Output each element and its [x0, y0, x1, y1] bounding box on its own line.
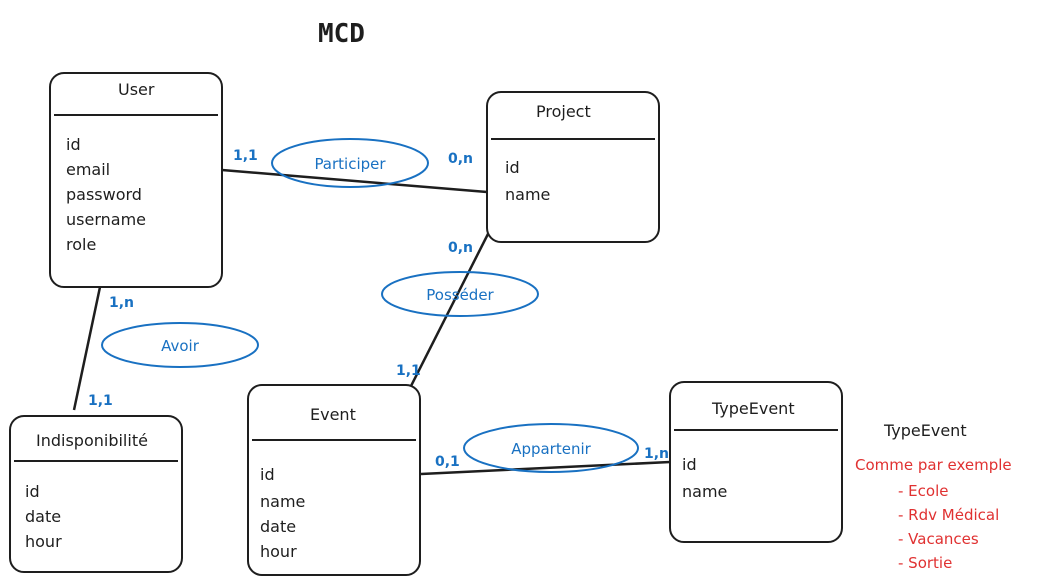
- typeevent-note: TypeEvent Comme par exemple - Ecole - Rd…: [855, 421, 1012, 572]
- link-user-project: [221, 168, 488, 194]
- note-title: TypeEvent: [883, 421, 967, 440]
- entity-indisponibilite: Indisponibilité id date hour: [9, 415, 183, 573]
- entity-project: Project id name: [486, 91, 660, 243]
- entity-indisponibilite-name: Indisponibilité: [36, 431, 148, 450]
- link-event-typeevent: [420, 460, 671, 476]
- entity-event-box: [247, 384, 421, 576]
- relation-appartenir: Appartenir: [463, 423, 639, 473]
- entity-typeevent-attr-name: name: [682, 482, 727, 501]
- relation-posseder-ellipse: [381, 271, 539, 317]
- entity-project-attr-name: name: [505, 185, 550, 204]
- entity-event-attr-id: id: [260, 465, 275, 484]
- relation-avoir: Avoir: [101, 322, 259, 368]
- link-user-indisponibilite: [72, 286, 102, 411]
- entity-typeevent: TypeEvent id name: [669, 381, 843, 543]
- entity-user-name: User: [118, 80, 155, 99]
- note-item-sortie: - Sortie: [898, 554, 952, 572]
- entity-indisponibilite-attr-hour: hour: [25, 532, 62, 551]
- entity-indisponibilite-attr-date: date: [25, 507, 61, 526]
- entity-indisponibilite-attr-id: id: [25, 482, 40, 501]
- relation-avoir-ellipse: [101, 322, 259, 368]
- relation-participer-ellipse: [271, 138, 429, 188]
- cardinality-typeevent-appartenir: 1,n: [644, 446, 669, 462]
- diagram-title: MCD: [318, 19, 365, 49]
- relation-participer: Participer: [271, 138, 429, 188]
- relation-appartenir-label: Appartenir: [511, 440, 591, 458]
- relation-appartenir-ellipse: [463, 423, 639, 473]
- cardinality-event-appartenir: 0,1: [435, 454, 460, 470]
- entity-user-box: [49, 72, 223, 288]
- link-project-event: [408, 227, 493, 389]
- entity-user-attr-username: username: [66, 210, 146, 229]
- entity-project-attr-id: id: [505, 158, 520, 177]
- entity-project-name: Project: [536, 102, 591, 121]
- cardinality-project-posseder: 0,n: [448, 240, 473, 256]
- note-item-rdv-medical: - Rdv Médical: [898, 506, 999, 524]
- entity-indisponibilite-box: [9, 415, 183, 573]
- relation-participer-label: Participer: [314, 155, 386, 173]
- entity-user-attr-role: role: [66, 235, 96, 254]
- entity-typeevent-box: [669, 381, 843, 543]
- cardinality-user-participer: 1,1: [233, 148, 258, 164]
- entity-user-attr-password: password: [66, 185, 142, 204]
- relation-posseder-label: Posséder: [426, 286, 494, 304]
- entity-event-name: Event: [310, 405, 356, 424]
- entity-typeevent-name: TypeEvent: [711, 399, 795, 418]
- cardinality-user-avoir: 1,n: [109, 295, 134, 311]
- entity-event-attr-name: name: [260, 492, 305, 511]
- entity-event-attr-date: date: [260, 517, 296, 536]
- cardinality-project-participer: 0,n: [448, 151, 473, 167]
- note-item-vacances: - Vacances: [898, 530, 979, 548]
- entity-event-attr-hour: hour: [260, 542, 297, 561]
- relation-posseder: Posséder: [381, 271, 539, 317]
- note-item-ecole: - Ecole: [898, 482, 948, 500]
- entity-event: Event id name date hour: [247, 384, 421, 576]
- entity-user-attr-email: email: [66, 160, 110, 179]
- relation-avoir-label: Avoir: [161, 337, 200, 355]
- entity-project-box: [486, 91, 660, 243]
- entity-typeevent-attr-id: id: [682, 455, 697, 474]
- cardinality-indispo-avoir: 1,1: [88, 393, 113, 409]
- entity-user-attr-id: id: [66, 135, 81, 154]
- note-subtitle: Comme par exemple: [855, 456, 1012, 474]
- entity-user: User id email password username role: [49, 72, 223, 288]
- cardinality-event-posseder: 1,1: [396, 363, 421, 379]
